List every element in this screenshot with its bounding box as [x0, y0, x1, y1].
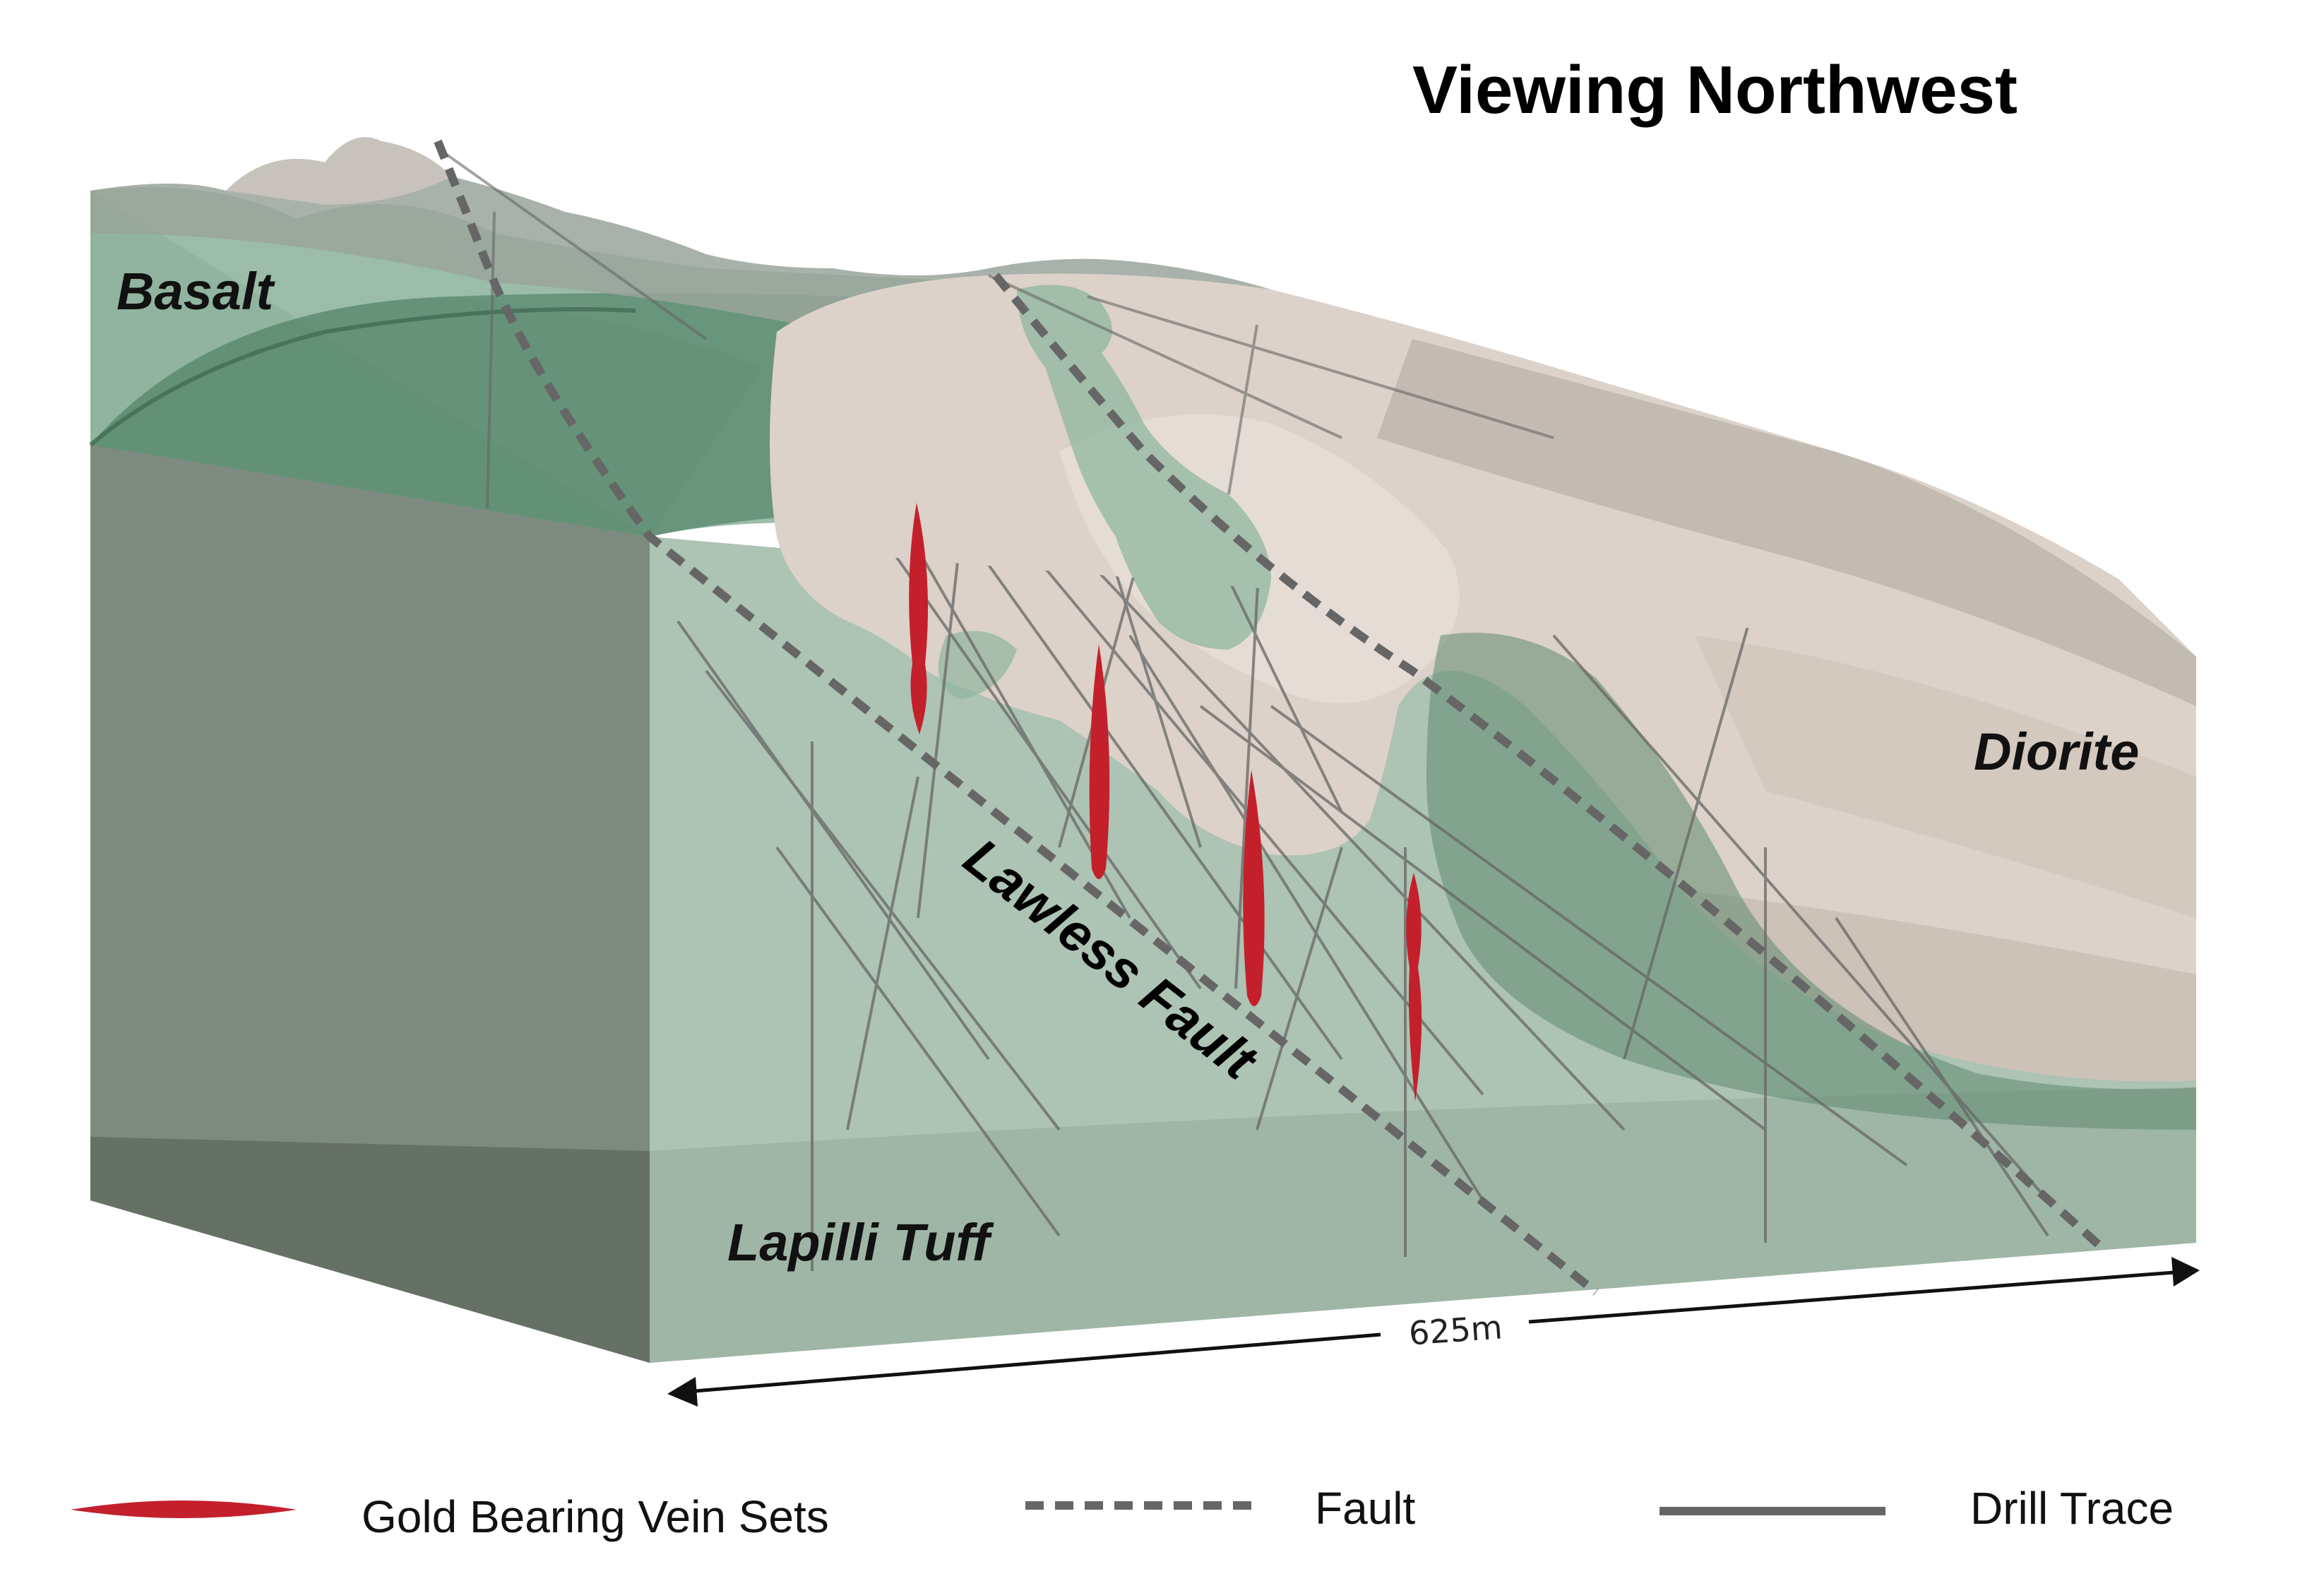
drill-trace [1623, 564, 1767, 1060]
scale-line-right [1528, 1269, 2193, 1324]
legend-drill-label: Drill Trace [1970, 1483, 2174, 1534]
drill-trace [1234, 537, 1273, 989]
drill-trace [1835, 917, 2049, 1237]
drill-trace [1227, 324, 1258, 495]
legend-fault-label: Fault [1315, 1483, 1416, 1534]
drill-trace [1270, 705, 1908, 1167]
scale-arrow-left [667, 1377, 698, 1407]
drill-trace [705, 669, 1061, 1131]
scale-line-left [677, 1332, 1381, 1395]
scale-label: 625m [1407, 1308, 1503, 1352]
gold-vein [1089, 644, 1110, 879]
lawless-fault-trace [434, 139, 1599, 1296]
drill-trace [677, 620, 990, 1061]
drill-trace [931, 537, 1626, 1131]
drill-trace [1256, 847, 1343, 1130]
drill-trace [1087, 295, 1554, 439]
faults [434, 139, 2108, 1296]
basalt-label: Basalt [117, 262, 275, 321]
diagram-title: Viewing Northwest [1412, 52, 2018, 128]
lapilli-tuff-label: Lapilli Tuff [727, 1213, 994, 1272]
drill-traces [677, 537, 2049, 1271]
drill-trace [761, 537, 1202, 990]
drill-trace [775, 846, 1061, 1237]
gold-vein [909, 503, 928, 734]
drill-trace [917, 537, 990, 919]
gold-vein [1406, 873, 1422, 1102]
drill-trace [436, 147, 708, 340]
drill-trace [846, 776, 919, 1130]
drill-trace [486, 211, 496, 509]
gold-veins [909, 503, 1422, 1102]
legend-vein-swatch [71, 1501, 297, 1518]
tuff-bulge [1426, 633, 2196, 1130]
drill-trace [1058, 537, 1202, 848]
scale-bar: 625m [667, 1257, 2200, 1407]
legend: Gold Bearing Vein Sets Fault Drill Trace [71, 1483, 2174, 1542]
drill-trace [888, 537, 1484, 1096]
diorite-label: Diorite [1974, 722, 2139, 781]
fault-trace-east [992, 273, 2108, 1253]
legend-vein-label: Gold Bearing Vein Sets [362, 1491, 829, 1542]
drill-trace [1552, 634, 2049, 1202]
scale-arrow-right [2171, 1257, 2200, 1287]
drill-trace [988, 274, 1342, 439]
drill-trace [804, 537, 1131, 919]
drill-trace [1199, 705, 1767, 1131]
gold-vein [1243, 770, 1265, 1006]
drill-traces-upper [436, 147, 1554, 509]
drill-trace [1128, 634, 1484, 1202]
